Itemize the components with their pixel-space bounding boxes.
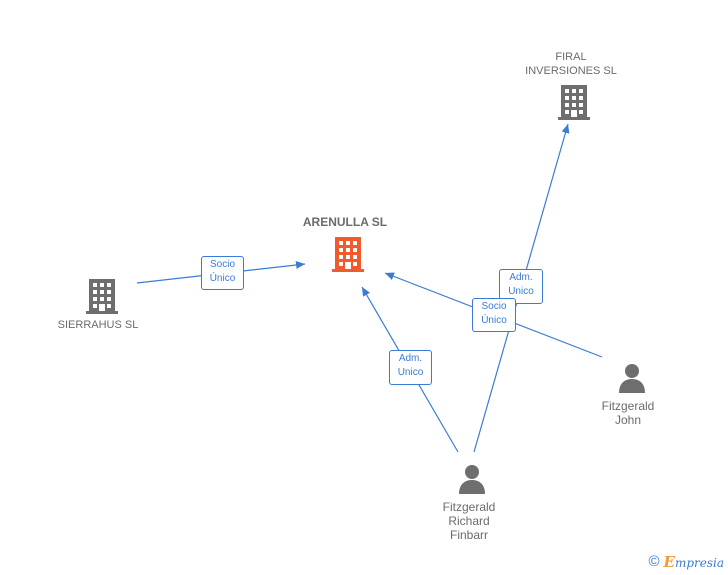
node-label-line: Fitzgerald: [442, 500, 496, 514]
node-label-fitzgerald-john[interactable]: Fitzgerald John: [588, 399, 668, 427]
building-icon[interactable]: [332, 236, 364, 272]
building-icon[interactable]: [558, 84, 590, 120]
brand-logo: Empresia: [664, 553, 725, 572]
brand-initial: E: [663, 552, 675, 571]
edge-label-line: Adm.: [398, 353, 423, 364]
node-label-line: Finbarr: [449, 528, 488, 542]
person-icon[interactable]: [457, 464, 487, 494]
copyright-icon: ©: [648, 553, 660, 570]
edge-label-line: Socio: [209, 259, 235, 270]
node-label-line: SIERRAHUS SL: [57, 319, 139, 331]
person-icon[interactable]: [617, 363, 647, 393]
edge-label-richard-arenulla[interactable]: Adm. Unico: [389, 350, 432, 385]
edge-label-line: Único: [481, 315, 507, 326]
node-label-firal[interactable]: FIRAL INVERSIONES SL: [511, 50, 631, 78]
node-label-line: ARENULLA SL: [302, 215, 388, 229]
edge-label-line: Unico: [397, 367, 424, 378]
edge-label-line: Socio: [481, 301, 507, 312]
edge-label-sierrahus-arenulla[interactable]: Socio Único: [201, 256, 244, 290]
node-label-line: John: [614, 413, 642, 427]
node-label-arenulla[interactable]: ARENULLA SL: [295, 215, 395, 229]
node-label-line: FIRAL: [555, 51, 587, 63]
node-label-line: Richard: [448, 514, 490, 528]
edge-label-line: Único: [209, 273, 236, 284]
edge-label-line: Unico: [508, 286, 534, 297]
edge-label-john-arenulla[interactable]: Socio Único: [472, 298, 516, 332]
node-label-sierrahus[interactable]: SIERRAHUS SL: [48, 318, 148, 332]
edge-label-line: Adm.: [509, 272, 533, 283]
empresia-watermark: © Empresia: [648, 553, 724, 571]
brand-rest: mpresia: [674, 555, 724, 570]
node-label-line: INVERSIONES SL: [525, 65, 617, 77]
node-label-fitzgerald-richard[interactable]: Fitzgerald Richard Finbarr: [429, 500, 509, 542]
building-icon[interactable]: [86, 278, 118, 314]
node-label-line: Fitzgerald: [601, 399, 655, 413]
